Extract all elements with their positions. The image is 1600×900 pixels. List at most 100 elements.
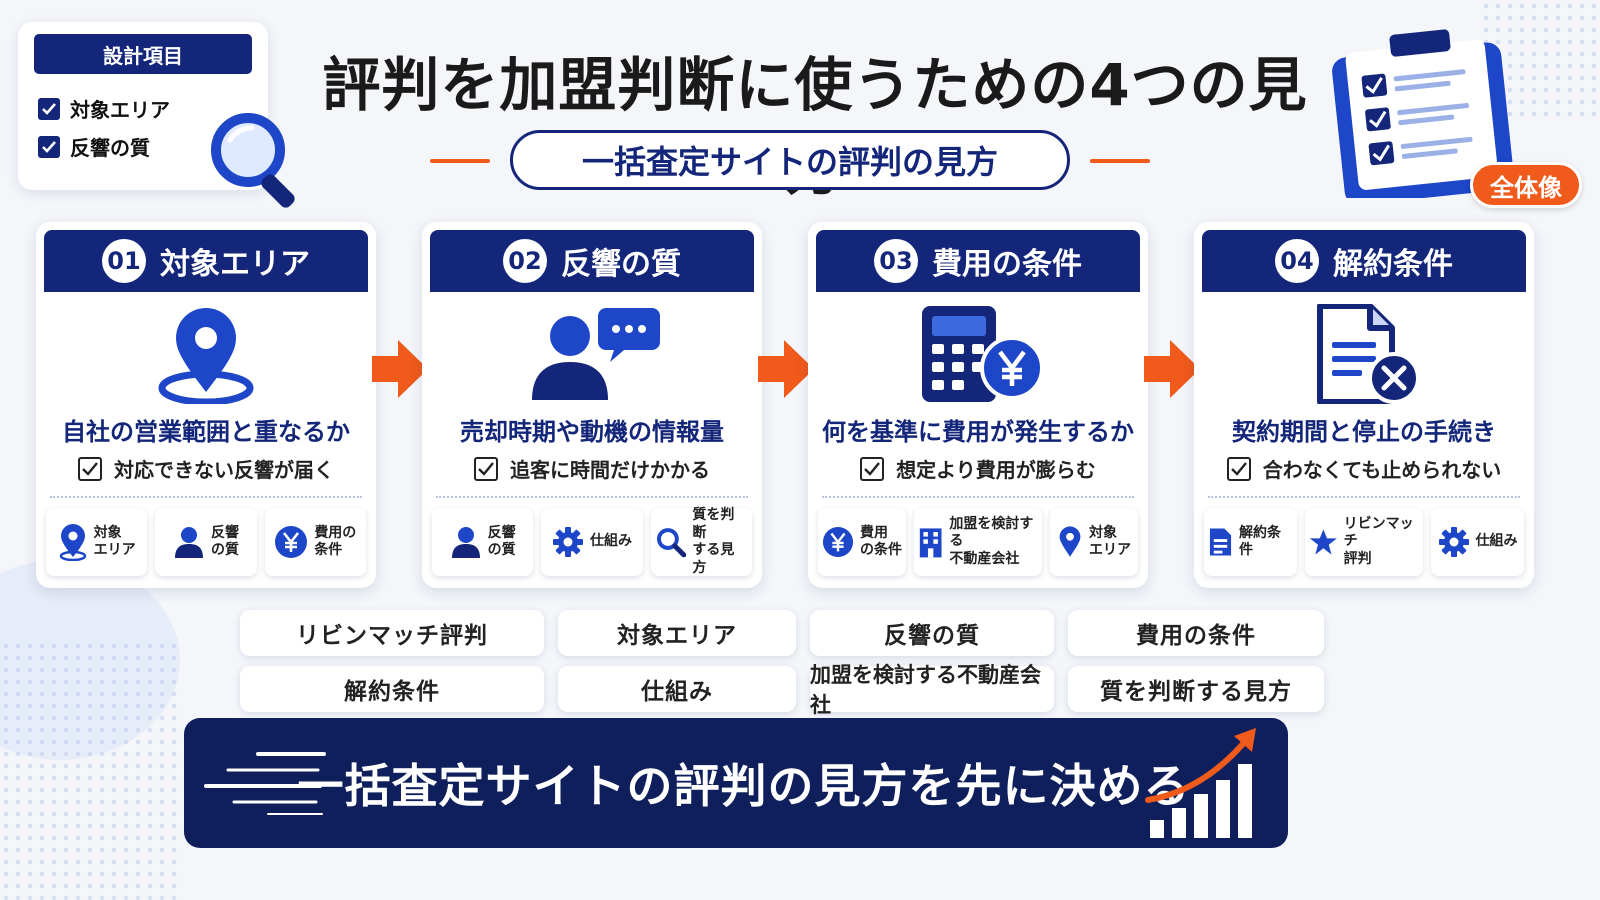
checkbox-icon	[38, 135, 60, 158]
tag-label: 質を判断 する見方	[692, 507, 735, 576]
person-speech-icon	[422, 304, 762, 408]
step-label: 反響の質	[561, 247, 681, 282]
step-header: 04 解約条件	[1202, 230, 1526, 292]
design-item: 反響の質	[38, 132, 150, 161]
checkbox-icon	[474, 456, 498, 481]
step-heading: 自社の営業範囲と重なるか	[62, 418, 350, 446]
step-risk-text: 合わなくても止められない	[1262, 458, 1502, 482]
tag-label: 費用の 条件	[314, 524, 357, 559]
step-label: 費用の条件	[932, 247, 1082, 282]
design-item-label: 反響の質	[70, 136, 150, 160]
tag: 質を判断 する見方	[650, 507, 752, 576]
step-card-3: 03 費用の条件 何を基準に費用が発生するか 想定より費用が膨らむ 費用 の条件…	[808, 222, 1148, 588]
document-icon	[1209, 528, 1232, 556]
step-tags: 反響 の質 仕組み 質を判断 する見方	[432, 507, 752, 576]
step-number: 03	[874, 239, 918, 283]
calculator-yen-icon	[808, 304, 1148, 408]
tag: リビンマッチ 評判	[1304, 508, 1424, 576]
step-number: 02	[503, 239, 547, 283]
step-tags: 費用 の条件 加盟を検討する 不動産会社 対象 エリア	[818, 508, 1138, 576]
tag-label: 解約条件	[1239, 524, 1281, 559]
step-header: 02 反響の質	[430, 230, 754, 292]
step-risk: 合わなくても止められない	[1194, 454, 1534, 483]
gear-icon	[552, 527, 583, 557]
checkbox-icon	[860, 456, 885, 481]
conclusion-text: 一括査定サイトの評判の見方を先に決める	[297, 759, 1191, 813]
step-label: 対象エリア	[160, 247, 310, 282]
location-pin-icon	[1059, 526, 1081, 557]
divider	[436, 496, 748, 498]
tag-label: 仕組み	[589, 533, 632, 550]
tag: 反響 の質	[155, 508, 257, 576]
divider	[822, 496, 1134, 498]
tag: 解約条件	[1204, 508, 1297, 576]
step-number: 01	[102, 239, 146, 283]
tag: 仕組み	[541, 508, 643, 576]
step-tags: 対象 エリア 反響 の質 費用の 条件	[46, 508, 366, 576]
search-icon	[656, 528, 686, 558]
tag-label: 反響 の質	[487, 524, 516, 559]
step-heading: 売却時期や動機の情報量	[460, 418, 724, 446]
keyword-chip: 反響の質	[810, 610, 1054, 656]
conclusion-banner: 一括査定サイトの評判の見方を先に決める	[184, 718, 1288, 848]
design-item-label: 対象エリア	[70, 98, 170, 122]
subtitle: 一括査定サイトの評判の見方	[510, 130, 1070, 190]
step-risk: 想定より費用が膨らむ	[808, 454, 1148, 483]
tag: 加盟を検討する 不動産会社	[914, 508, 1042, 576]
keyword-chip: リビンマッチ評判	[240, 610, 544, 656]
subtitle-group: 一括査定サイトの評判の見方	[420, 130, 1160, 192]
gear-icon	[1438, 527, 1469, 557]
speed-lines-icon	[198, 748, 328, 822]
arrow-right-icon	[372, 340, 428, 402]
location-pin-icon	[36, 304, 376, 408]
clipboard-checklist-icon	[1330, 28, 1520, 205]
keyword-chip: 質を判断する見方	[1068, 666, 1324, 712]
arrow-right-icon	[758, 340, 814, 402]
tag-label: リビンマッチ 評判	[1343, 515, 1414, 567]
tag: 費用の 条件	[264, 508, 366, 576]
step-number: 04	[1275, 239, 1319, 283]
step-risk: 追客に時間だけかかる	[422, 454, 762, 483]
step-header: 01 対象エリア	[44, 230, 368, 292]
tag-label: 費用 の条件	[860, 524, 902, 559]
step-risk-text: 追客に時間だけかかる	[510, 458, 710, 482]
tag: 仕組み	[1431, 508, 1524, 576]
step-card-2: 02 反響の質 売却時期や動機の情報量 追客に時間だけかかる 反響 の質 仕組み…	[422, 222, 762, 588]
checkbox-icon	[38, 97, 60, 120]
step-risk: 対応できない反響が届く	[36, 454, 376, 483]
keyword-chip: 加盟を検討する不動産会社	[810, 663, 1054, 717]
step-tags: 解約条件 リビンマッチ 評判 仕組み	[1204, 508, 1524, 576]
step-card-4: 04 解約条件 契約期間と停止の手続き 合わなくても止められない 解約条件 リビ…	[1194, 222, 1534, 588]
background-dots	[0, 640, 180, 900]
step-heading: 何を基準に費用が発生するか	[822, 418, 1134, 446]
checkbox-icon	[1226, 456, 1251, 481]
building-icon	[919, 528, 942, 558]
tag-label: 対象 エリア	[93, 524, 136, 559]
step-risk-text: 対応できない反響が届く	[114, 458, 334, 482]
design-items-title: 設計項目	[34, 34, 252, 74]
subtitle-dash-right	[1090, 159, 1150, 163]
step-risk-text: 想定より費用が膨らむ	[896, 458, 1096, 482]
person-icon	[451, 527, 480, 558]
keyword-chip: 解約条件	[240, 666, 544, 712]
divider	[1208, 496, 1520, 498]
step-label: 解約条件	[1333, 247, 1453, 282]
divider	[50, 496, 362, 498]
yen-icon	[822, 526, 854, 558]
keyword-chip: 費用の条件	[1068, 610, 1324, 656]
overview-badge: 全体像	[1470, 162, 1582, 208]
yen-icon	[275, 526, 308, 558]
keyword-chip: 対象エリア	[558, 610, 796, 656]
tag: 対象 エリア	[1050, 508, 1138, 576]
tag-label: 対象 エリア	[1089, 524, 1131, 559]
step-heading: 契約期間と停止の手続き	[1232, 418, 1496, 446]
design-item: 対象エリア	[38, 94, 170, 123]
star-icon	[1309, 529, 1337, 555]
step-card-1: 01 対象エリア 自社の営業範囲と重なるか 対応できない反響が届く 対象 エリア…	[36, 222, 376, 588]
tag-label: 反響 の質	[210, 524, 239, 559]
checkbox-icon	[78, 456, 102, 481]
keyword-chip: 仕組み	[558, 666, 796, 712]
tag-label: 仕組み	[1475, 533, 1518, 550]
location-pin-icon	[59, 524, 86, 561]
subtitle-dash-left	[430, 159, 490, 163]
